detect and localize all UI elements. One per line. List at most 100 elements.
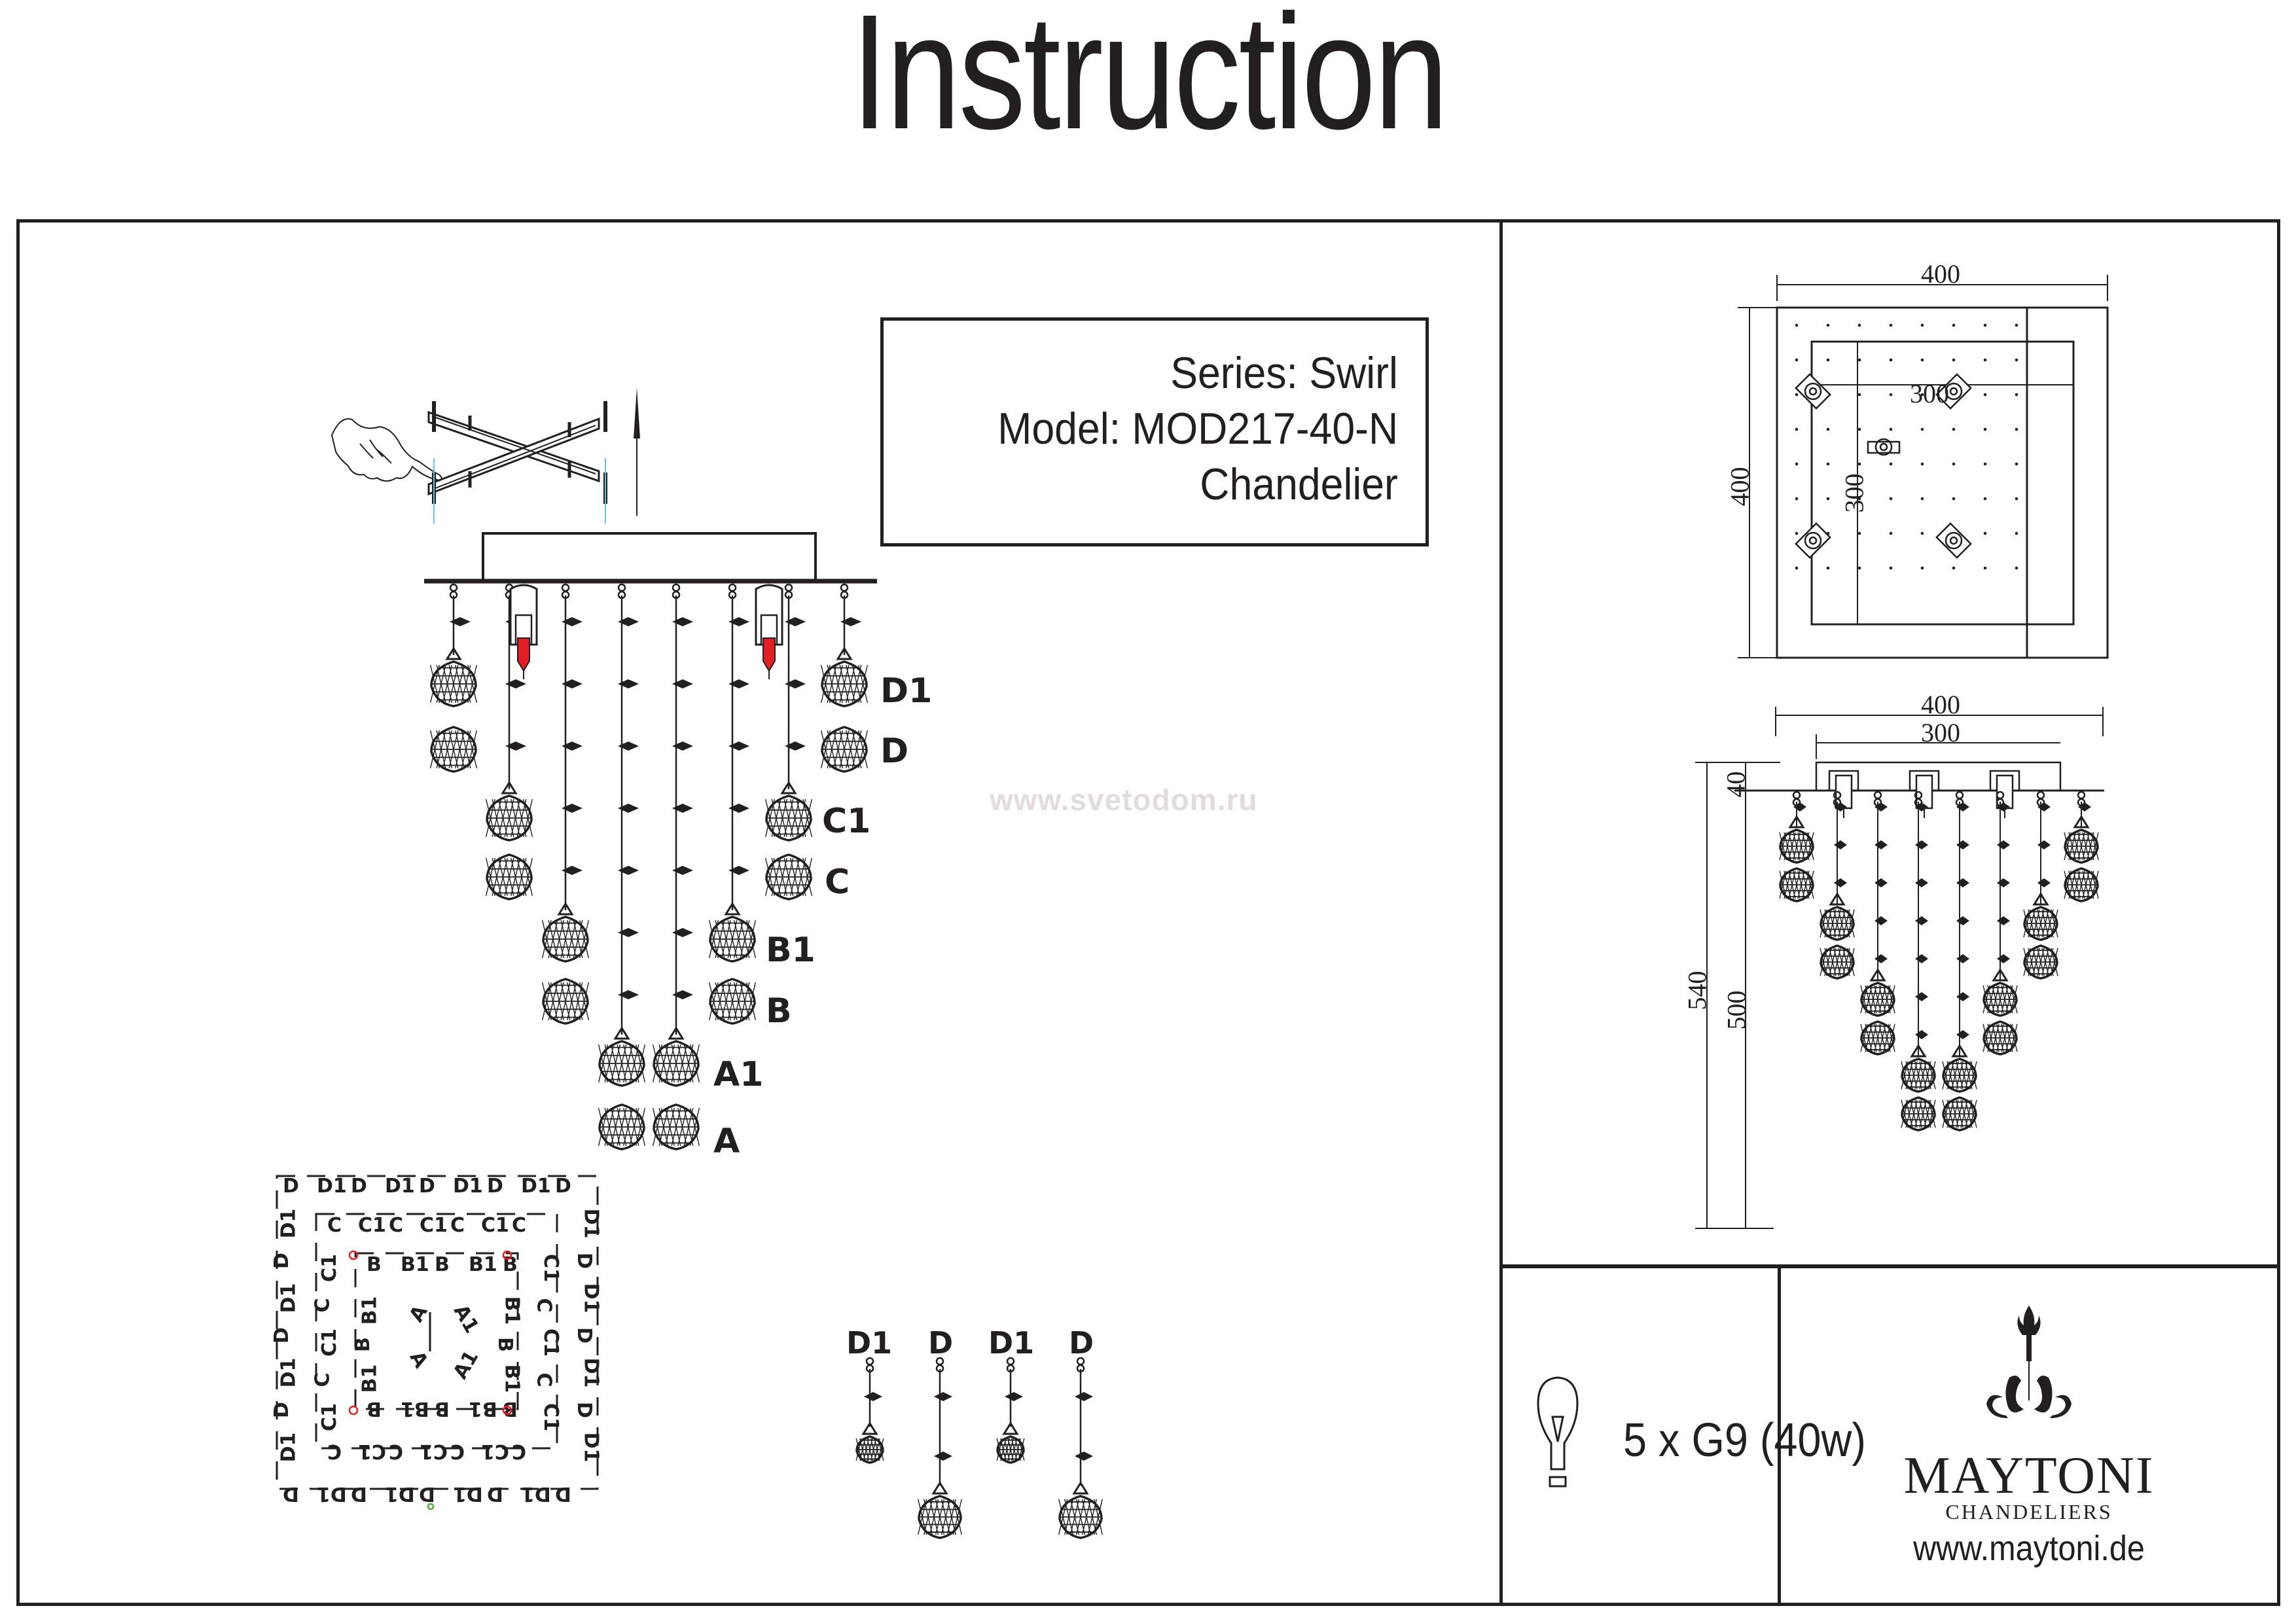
pendant-label-a1: A1 (713, 1055, 764, 1094)
strand-bead (618, 866, 639, 875)
map-red-marker (502, 1250, 512, 1260)
map-b-top: B1 (469, 1253, 497, 1276)
strand-bead (618, 679, 639, 688)
detail-label-d1-a: D1 (846, 1325, 893, 1361)
mount-hole (2015, 427, 2018, 431)
bulb-icon (1537, 1376, 1579, 1488)
map-c-top: C (512, 1214, 527, 1237)
mount-hole (2015, 462, 2018, 466)
map-c-top: C (450, 1214, 465, 1237)
mount-hole (1826, 462, 1830, 466)
strand-bead (562, 866, 583, 875)
mount-hole (1983, 393, 1987, 397)
side-bead (1874, 954, 1888, 963)
divider-vertical-footer (1778, 1266, 1781, 1603)
strand-bead (672, 617, 693, 626)
mount-hole (1983, 323, 1987, 327)
crystal-ball-lower (598, 1103, 646, 1150)
side-ball-upper (1779, 815, 1814, 864)
divider-vertical-main (1499, 219, 1503, 1603)
side-bead (1956, 954, 1969, 963)
mount-hole (1920, 531, 1924, 535)
side-ball-lower (2064, 867, 2099, 902)
side-bead (1915, 802, 1928, 812)
strand-bead (672, 804, 693, 813)
brand-url[interactable]: www.maytoni.de (1913, 1529, 2145, 1568)
mount-hole (2015, 323, 2018, 327)
strand-bead (618, 990, 639, 999)
side-view-canopy-height-dim: 40 (1721, 771, 1751, 798)
mount-hole (1983, 462, 1987, 466)
side-bead (1956, 992, 1969, 1001)
mount-hole (1920, 462, 1924, 466)
side-ball-lower (1942, 1096, 1977, 1132)
mount-hole (1889, 323, 1893, 327)
pendant-label-b: B (766, 991, 792, 1031)
model-label: Model: MOD217-40-N (997, 404, 1398, 454)
mount-hole (1952, 358, 1956, 362)
map-ring (276, 1175, 599, 1490)
crystal-ball-upper (429, 647, 478, 707)
crystal-ball-lower (541, 978, 590, 1025)
strand-bead (618, 928, 639, 937)
detail-label-d-b: D (1069, 1325, 1094, 1361)
mount-hole (1889, 427, 1893, 431)
side-ball-upper (1982, 968, 2018, 1017)
strand-bead (728, 804, 749, 813)
side-ball-upper (1860, 968, 1895, 1017)
map-green-marker (427, 1503, 435, 1510)
map-c-top: C (389, 1214, 404, 1237)
top-view-inner-plate (1810, 340, 2075, 626)
strand-bead (672, 741, 693, 751)
pendant-label-d1: D1 (880, 671, 933, 711)
mount-hole (1889, 393, 1893, 397)
side-ball-upper (1901, 1044, 1936, 1093)
mount-hole (1952, 323, 1956, 327)
mount-hole (1857, 393, 1861, 397)
crystal-ball-upper (598, 1026, 646, 1087)
mount-hole (1857, 497, 1861, 501)
mount-hole (1795, 427, 1799, 431)
side-bead (1915, 954, 1928, 963)
mount-hole (1983, 358, 1987, 362)
mount-hole (1889, 497, 1893, 501)
side-bead (1956, 916, 1969, 925)
strand-bead (618, 617, 639, 626)
bracket-fixture (1795, 373, 1831, 410)
strand-bead (785, 741, 806, 751)
mount-hole (1795, 393, 1799, 397)
mount-hole (1857, 462, 1861, 466)
mount-hole (1889, 531, 1893, 535)
side-ball-upper (2064, 815, 2099, 864)
map-outer-top: D1 (453, 1175, 483, 1198)
top-view-width-dim: 400 (1921, 259, 1960, 289)
map-red-marker (502, 1405, 512, 1416)
detail-bead (934, 1452, 952, 1461)
crystal-ball-upper (652, 1026, 700, 1087)
map-outer-top: D1 (385, 1175, 415, 1198)
pendant-label-a: A (713, 1122, 740, 1161)
mount-hole (1795, 323, 1799, 327)
side-bead (2037, 802, 2051, 812)
bracket-fixture (1935, 522, 1972, 559)
drawing-frame (16, 219, 2280, 1606)
crystal-ball-lower (429, 726, 478, 773)
product-type-label: Chandelier (1200, 459, 1398, 509)
mount-hole (1920, 497, 1924, 501)
strand-bead (728, 741, 749, 751)
lamp-spec: 5 x G9 (40w) (1623, 1414, 1866, 1467)
pendant-label-b1: B1 (766, 931, 816, 970)
detail-bead (864, 1392, 882, 1401)
mount-hole (1795, 566, 1799, 570)
mount-hole (1889, 566, 1893, 570)
side-bead (1915, 992, 1928, 1001)
chandelier-ornament-icon (1986, 1306, 2072, 1418)
detail-bead (1005, 1392, 1023, 1401)
map-outer-top: D (487, 1175, 503, 1198)
mount-hole (1952, 427, 1956, 431)
